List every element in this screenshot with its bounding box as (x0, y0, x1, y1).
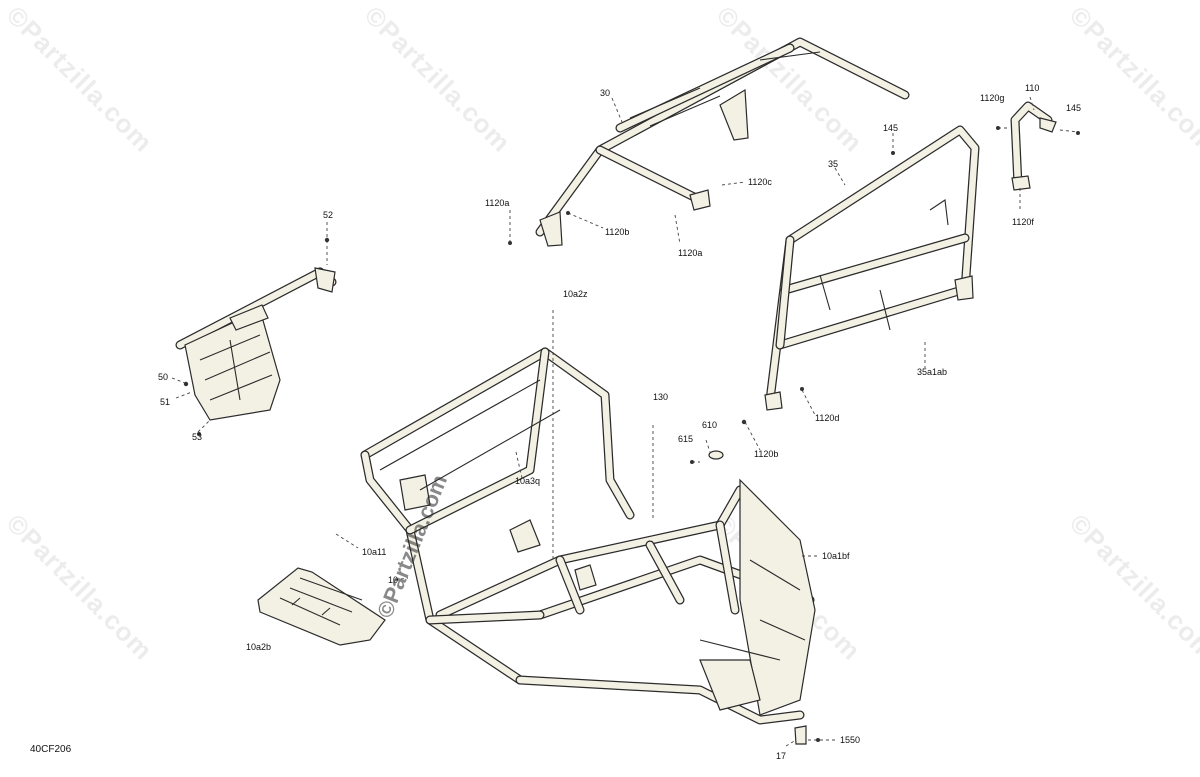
rear-cage-part-35 (764, 125, 980, 411)
callout-110: 110 (1025, 83, 1040, 93)
callout-35a1ab: 35a1ab (917, 367, 948, 377)
callout-1120b-top: 1120b (605, 227, 630, 237)
callout-51: 51 (160, 397, 171, 407)
callout-30: 30 (600, 88, 611, 98)
front-structure-part-50 (175, 267, 337, 421)
callout-130: 130 (653, 392, 669, 402)
main-frame-part-10 (360, 347, 816, 725)
callout-10a2b: 10a2b (246, 642, 272, 652)
skid-plate-part-10a2b (257, 567, 386, 646)
callout-1120d: 1120d (815, 413, 840, 423)
callout-50: 50 (158, 372, 169, 382)
callout-1120c: 1120c (748, 177, 772, 187)
callout-52: 52 (323, 210, 334, 220)
callout-10a11: 10a11 (362, 547, 387, 557)
callout-610: 610 (702, 420, 718, 430)
callout-1120a-top: 1120a (485, 198, 510, 208)
grab-bar-part-110 (1010, 101, 1057, 191)
callout-35: 35 (828, 159, 839, 169)
callout-10a1bf: 10a1bf (822, 551, 850, 561)
callout-1120g: 1120g (980, 93, 1005, 103)
callout-10: 10 (388, 575, 399, 585)
diagram-code: 40CF206 (30, 744, 72, 755)
callout-1120b-low: 1120b (754, 449, 779, 459)
fastener-dots (183, 126, 1080, 742)
callout-615: 615 (678, 434, 694, 444)
callout-145-right: 145 (1066, 103, 1082, 113)
callout-1120a-mid: 1120a (678, 248, 703, 258)
callout-10a3q: 10a3q (515, 476, 541, 486)
callout-145-mid: 145 (883, 123, 899, 133)
roll-cage-top-part-30 (535, 37, 910, 247)
callout-1120f: 1120f (1012, 217, 1034, 227)
leader-lines (171, 96, 1079, 747)
callout-10a2z: 10a2z (563, 289, 588, 299)
bumper-part-610 (708, 450, 724, 460)
callout-1550: 1550 (840, 735, 861, 745)
bracket-part-17 (794, 725, 807, 745)
callout-53: 53 (192, 432, 203, 442)
callout-17: 17 (776, 751, 787, 761)
